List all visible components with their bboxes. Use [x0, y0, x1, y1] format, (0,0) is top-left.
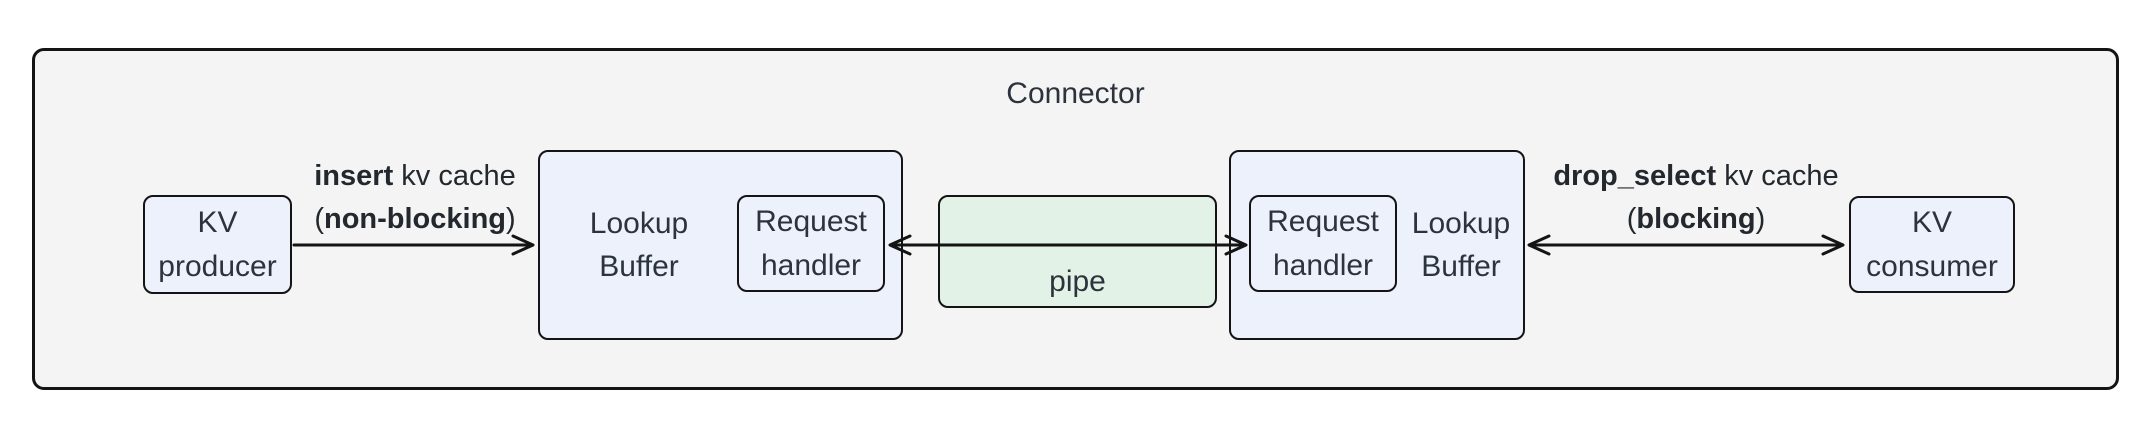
lookup-buffer-left-node: Lookup Buffer Request handler [538, 150, 903, 340]
pipe-label: pipe [1049, 265, 1106, 298]
insert-edge-label: insert kv cache (non-blocking) [314, 160, 516, 235]
lookup-buffer-left-label: Lookup Buffer [589, 206, 689, 284]
kv-consumer-label: KV consumer [1866, 206, 1998, 283]
request-handler-right-label: Request handler [1267, 205, 1379, 282]
connector-title: Connector [1006, 77, 1145, 110]
request-handler-right-node: Request handler [1249, 195, 1397, 292]
request-handler-left-node: Request handler [737, 195, 885, 292]
kv-consumer-node: KV consumer [1849, 196, 2015, 293]
request-handler-left-label: Request handler [755, 205, 867, 282]
kv-producer-label: KV producer [158, 206, 277, 283]
kv-producer-node: KV producer [143, 195, 292, 294]
lookup-buffer-right-node: Request handler Lookup Buffer [1229, 150, 1525, 340]
lookup-buffer-right-label: Lookup Buffer [1411, 206, 1511, 284]
drop-select-edge-label: drop_select kv cache (blocking) [1553, 160, 1839, 235]
pipe-node: pipe [938, 195, 1217, 308]
